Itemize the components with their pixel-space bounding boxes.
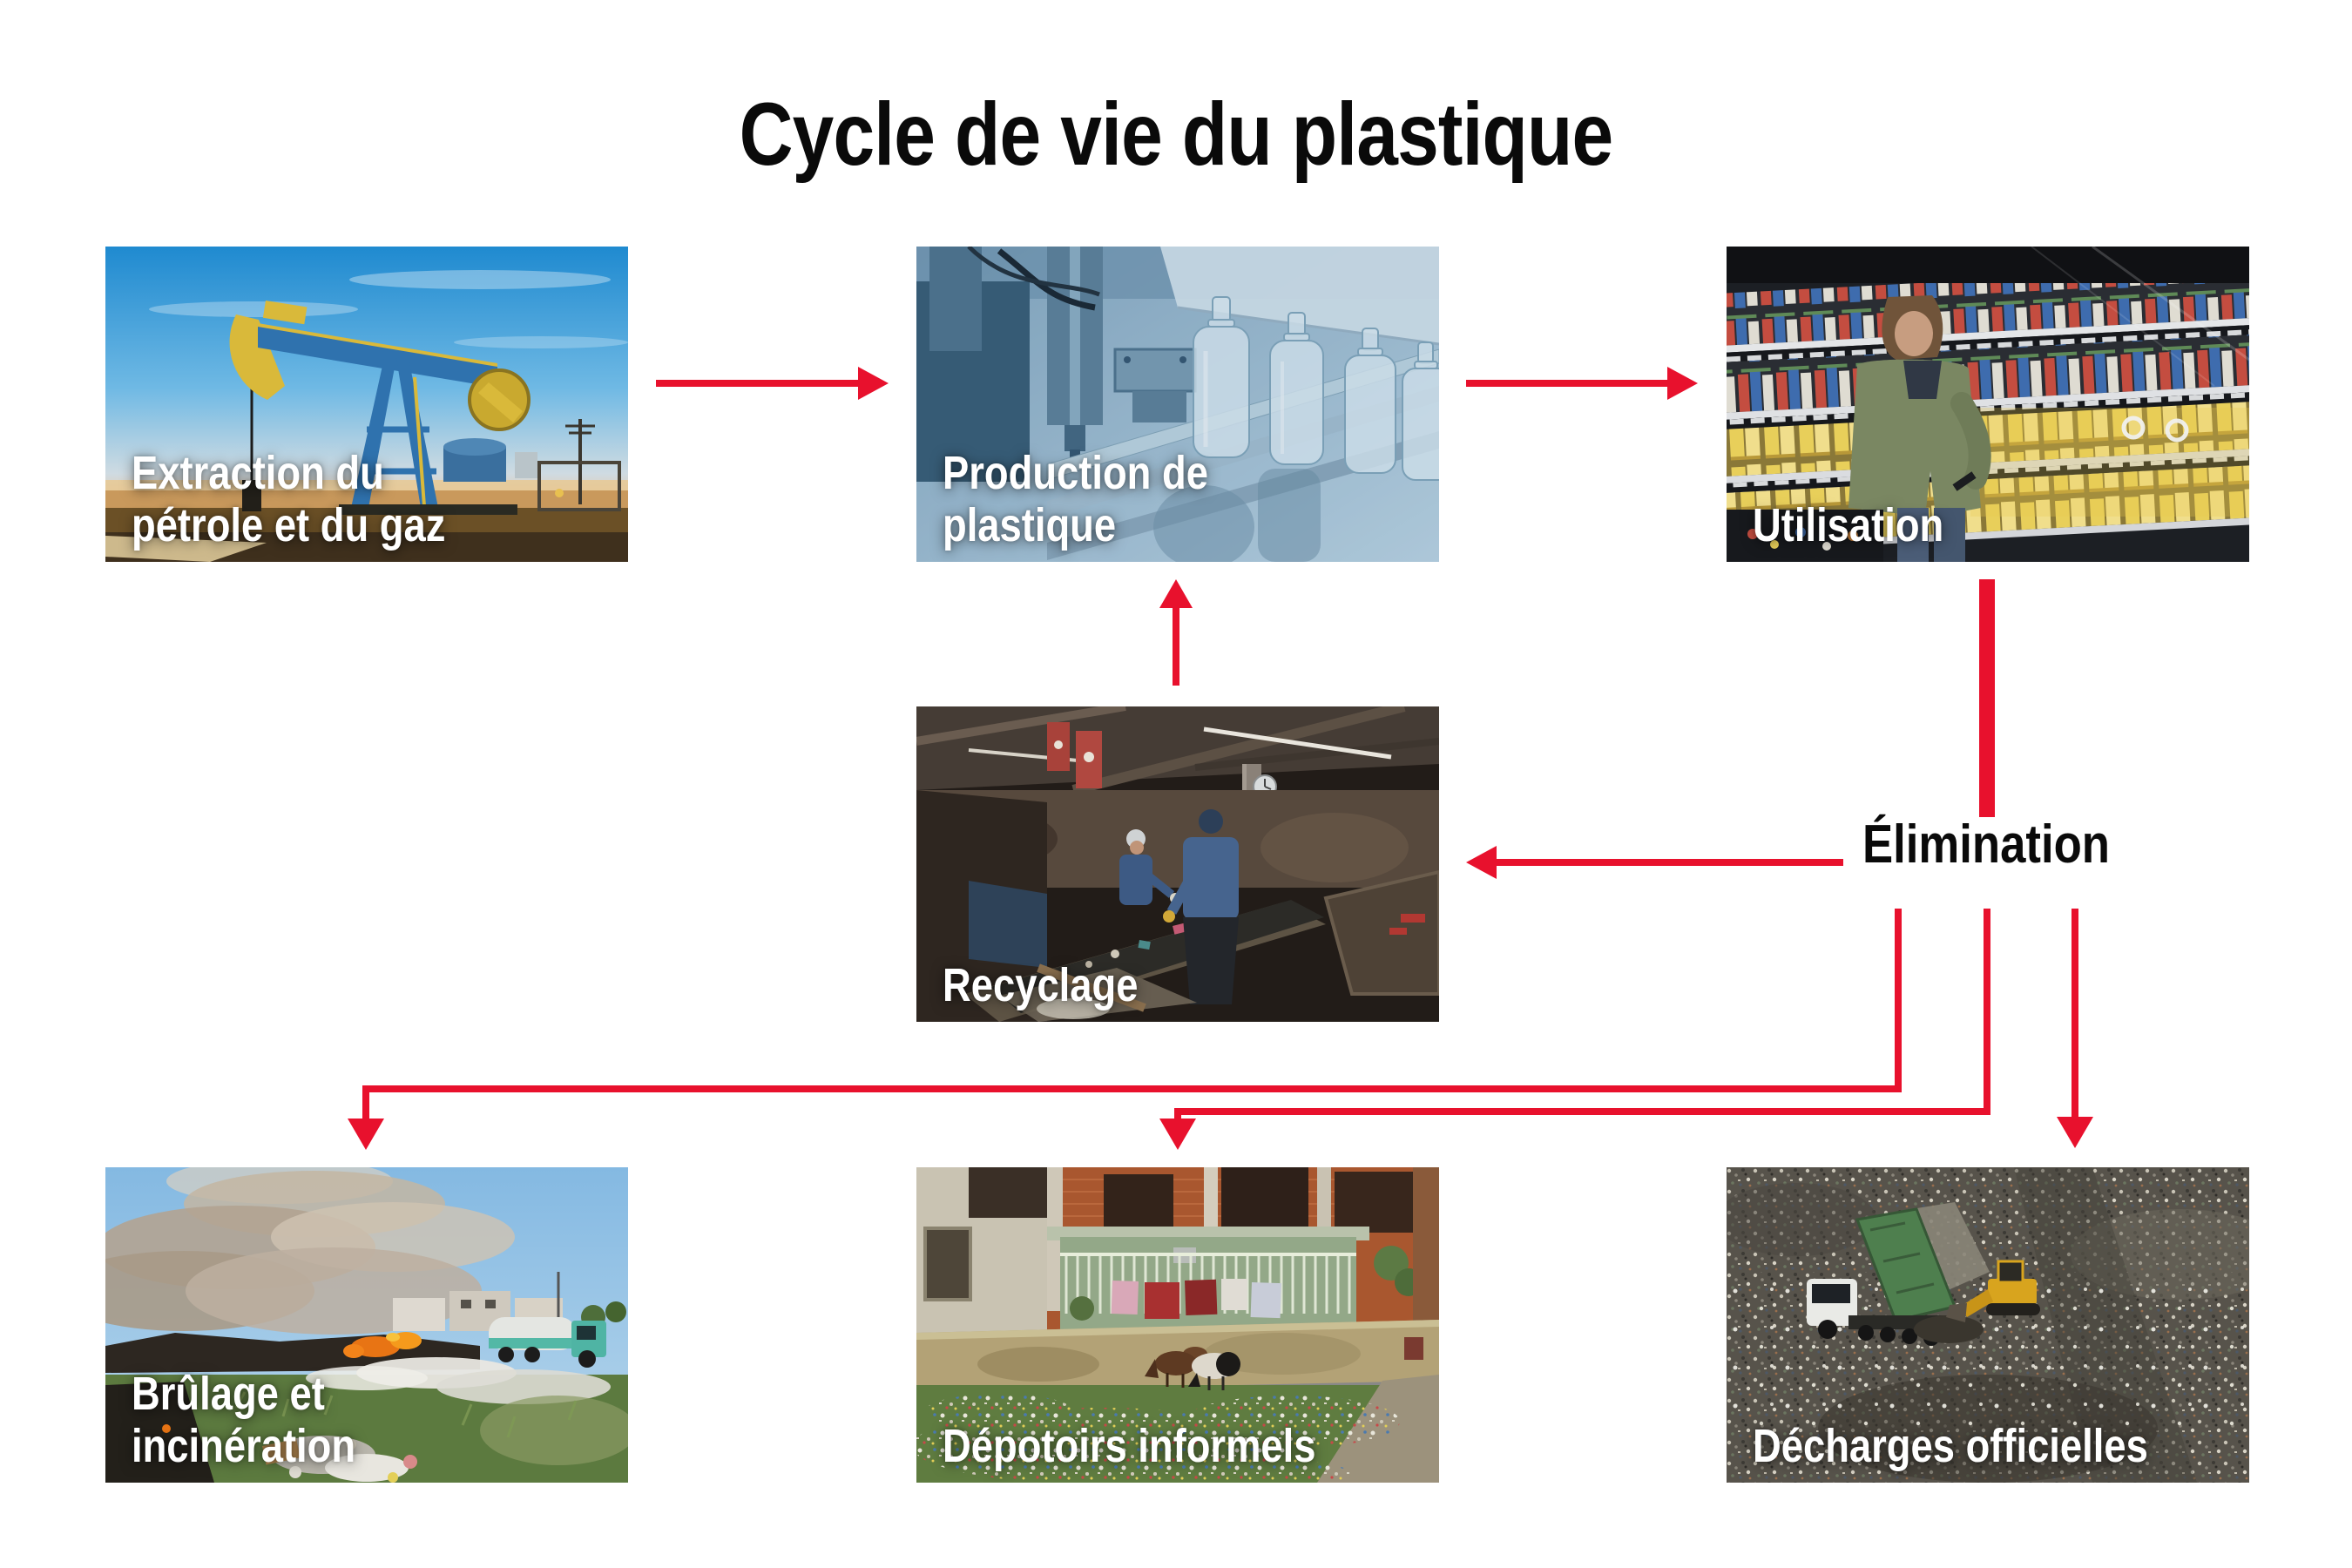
arrow-shaft [656,380,862,387]
arrowhead-right-icon [1667,367,1698,400]
label-line: Recyclage [943,959,1139,1011]
node-label-extraction: Extraction du pétrole et du gaz [132,447,445,551]
arrow-shaft [1466,380,1671,387]
excavator-figure [1946,1260,2040,1322]
dump-truck-figure [1807,1202,1990,1346]
arrow-shaft-horizontal [1174,1108,1990,1115]
arrow-shaft [1173,606,1179,686]
node-utilisation: Utilisation [1727,247,2249,562]
node-label-brulage: Brûlage et incinération [132,1368,355,1472]
arrow-shaft-vertical [1895,909,1902,1092]
node-recyclage: Recyclage [916,706,1439,1022]
arrowhead-right-icon [858,367,889,400]
node-decharges: Décharges officielles [1727,1167,2249,1483]
arrow-shaft-vertical [1174,1115,1181,1120]
goats-figures [1145,1347,1240,1390]
diagram-title: Cycle de vie du plastique [739,84,1614,184]
shopper-figure [1848,295,1991,562]
node-label-utilisation: Utilisation [1753,499,1943,551]
arrowhead-left-icon [1466,846,1497,879]
photo-utilisation-supermarket [1727,247,2249,562]
arrowhead-down-icon [2057,1117,2093,1148]
node-depotoirs: Dépotoirs informels [916,1167,1439,1483]
label-line: Brûlage et [132,1368,325,1420]
photo-depotoirs-littered-lot [916,1167,1439,1483]
label-line: Utilisation [1753,499,1944,551]
photo-brulage-burning-waste [105,1167,628,1483]
label-line: Production de [943,447,1208,499]
node-label-production: Production de plastique [943,447,1208,551]
label-line: Décharges officielles [1753,1420,2148,1472]
photo-production-bottling-line [916,247,1439,562]
arrow-shaft-vertical [1984,909,1990,1115]
arrow-shaft-horizontal [362,1085,1902,1092]
arrow-shaft [1495,859,1843,866]
photo-recyclage-sorting-workshop [916,706,1439,1022]
label-line: pétrole et du gaz [132,499,446,551]
photo-extraction-pumpjack [105,247,628,562]
node-brulage: Brûlage et incinération [105,1167,628,1483]
label-line: incinération [132,1420,356,1472]
photo-decharges-landfill [1727,1167,2249,1483]
elimination-label: Élimination [1862,814,2111,875]
arrow-shaft-vertical [2072,909,2078,1119]
node-extraction: Extraction du pétrole et du gaz [105,247,628,562]
arrowhead-down-icon [1159,1119,1196,1150]
label-line: plastique [943,499,1117,551]
label-line: Dépotoirs informels [943,1420,1316,1472]
arrowhead-down-icon [348,1119,384,1150]
node-label-recyclage: Recyclage [943,959,1138,1011]
thick-connector-line [1979,579,1995,817]
arrow-shaft-vertical [362,1092,369,1120]
arrowhead-up-icon [1159,579,1193,608]
label-line: Extraction du [132,447,384,499]
node-label-depotoirs: Dépotoirs informels [943,1420,1315,1472]
node-production: Production de plastique [916,247,1439,562]
node-label-decharges: Décharges officielles [1753,1420,2148,1472]
